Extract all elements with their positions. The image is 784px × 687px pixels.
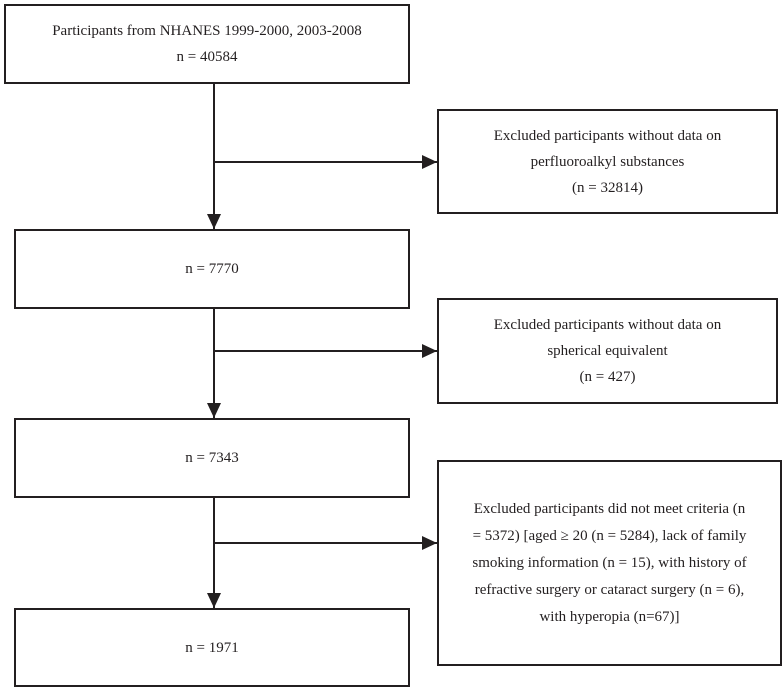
exclusion3-line1: Excluded participants did not meet crite… [473,500,746,517]
step2-count: n = 7343 [185,450,239,466]
step3-box: n = 1971 [14,608,410,687]
arrowhead-step1 [207,214,221,229]
arrowhead-step2 [207,403,221,418]
start-box-title: Participants from NHANES 1999-2000, 2003… [52,23,362,39]
step1-count: n = 7770 [185,261,239,277]
arrowhead-exclusion2 [422,344,437,358]
step3-count: n = 1971 [185,639,239,656]
arrowhead-exclusion3 [422,536,437,550]
start-box-count: n = 40584 [176,49,238,65]
exclusion1-count: (n = 32814) [572,179,643,196]
arrowhead-exclusion1 [422,155,437,169]
exclusion1-line2: perfluoroalkyl substances [530,153,685,170]
exclusion3-line4: refractive surgery or cataract surgery (… [474,581,745,598]
exclusion-arrows [214,155,437,550]
step2-box: n = 7343 [14,418,410,498]
start-box: Participants from NHANES 1999-2000, 2003… [4,4,410,84]
exclusion1-box: Excluded participants without data on pe… [437,109,778,214]
arrowhead-step3 [207,593,221,608]
exclusion3-line2: = 5372) [aged ≥ 20 (n = 5284), lack of f… [472,527,747,544]
exclusion3-line5: with hyperopia (n=67)] [539,608,680,625]
step1-box: n = 7770 [14,229,410,309]
exclusion3-box: Excluded participants did not meet crite… [437,460,782,666]
exclusion2-box: Excluded participants without data on sp… [437,298,778,404]
exclusion2-count: (n = 427) [579,369,636,385]
exclusion2-line1: Excluded participants without data on [493,317,722,333]
main-flow-arrows [207,84,221,608]
exclusion3-line3: smoking information (n = 15), with histo… [472,554,747,571]
exclusion1-line1: Excluded participants without data on [493,127,722,144]
exclusion2-line2: spherical equivalent [547,343,668,359]
